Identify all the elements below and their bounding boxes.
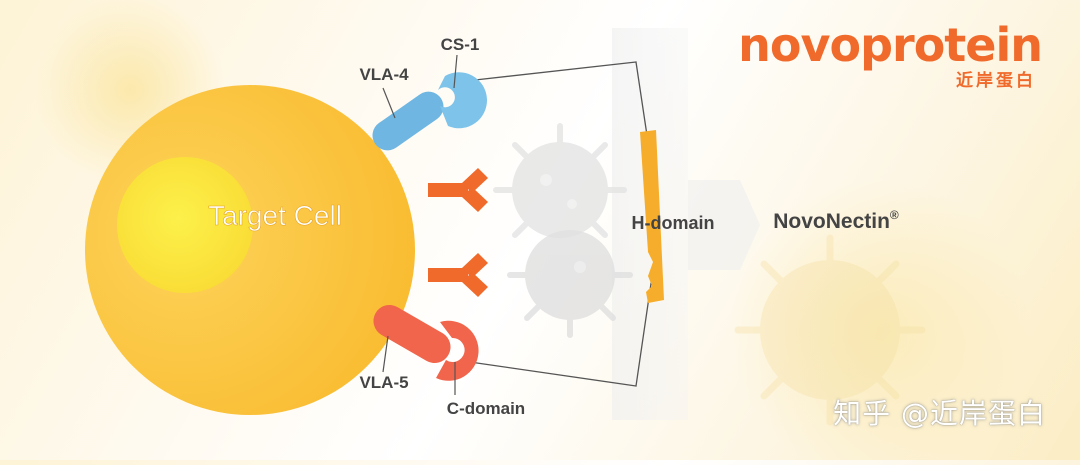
vla4-label: VLA-4 — [359, 65, 409, 84]
product-label: NovoNectin® — [773, 208, 899, 233]
h-domain-bar-icon — [640, 130, 664, 303]
c-domain-label: C-domain — [447, 399, 525, 418]
virus-icon — [493, 123, 627, 238]
registered-mark: ® — [890, 208, 899, 222]
brand-name: novoprotein — [738, 18, 1043, 72]
antibody-y-icon — [428, 168, 488, 212]
c-domain-ligand-icon — [436, 320, 479, 381]
virus-icon — [734, 234, 926, 426]
cs1-ligand-icon — [438, 72, 487, 129]
vla5-label: VLA-5 — [359, 373, 408, 392]
vla5-leader-line — [382, 335, 389, 373]
background-glow — [730, 180, 1030, 465]
vla4-leader-line — [382, 87, 396, 119]
nucleus-icon — [117, 157, 253, 293]
target-cell-label: Target Cell — [208, 200, 342, 231]
brand-name-cn: 近岸蛋白 — [956, 71, 1036, 91]
watermark: 知乎 @近岸蛋白 — [833, 397, 1046, 430]
product-name: NovoNectin — [773, 210, 890, 233]
brand-logo: novoprotein 近岸蛋白 — [738, 18, 1043, 91]
arrow-right-icon — [688, 180, 760, 270]
antibody-y-icon — [428, 253, 488, 297]
h-domain-label: H-domain — [632, 213, 715, 233]
vla5-receptor-icon — [373, 305, 451, 363]
cs1-label: CS-1 — [441, 35, 480, 54]
vla4-receptor-icon — [372, 91, 444, 151]
virus-icon — [507, 230, 633, 338]
cs1-leader-line — [453, 54, 458, 89]
